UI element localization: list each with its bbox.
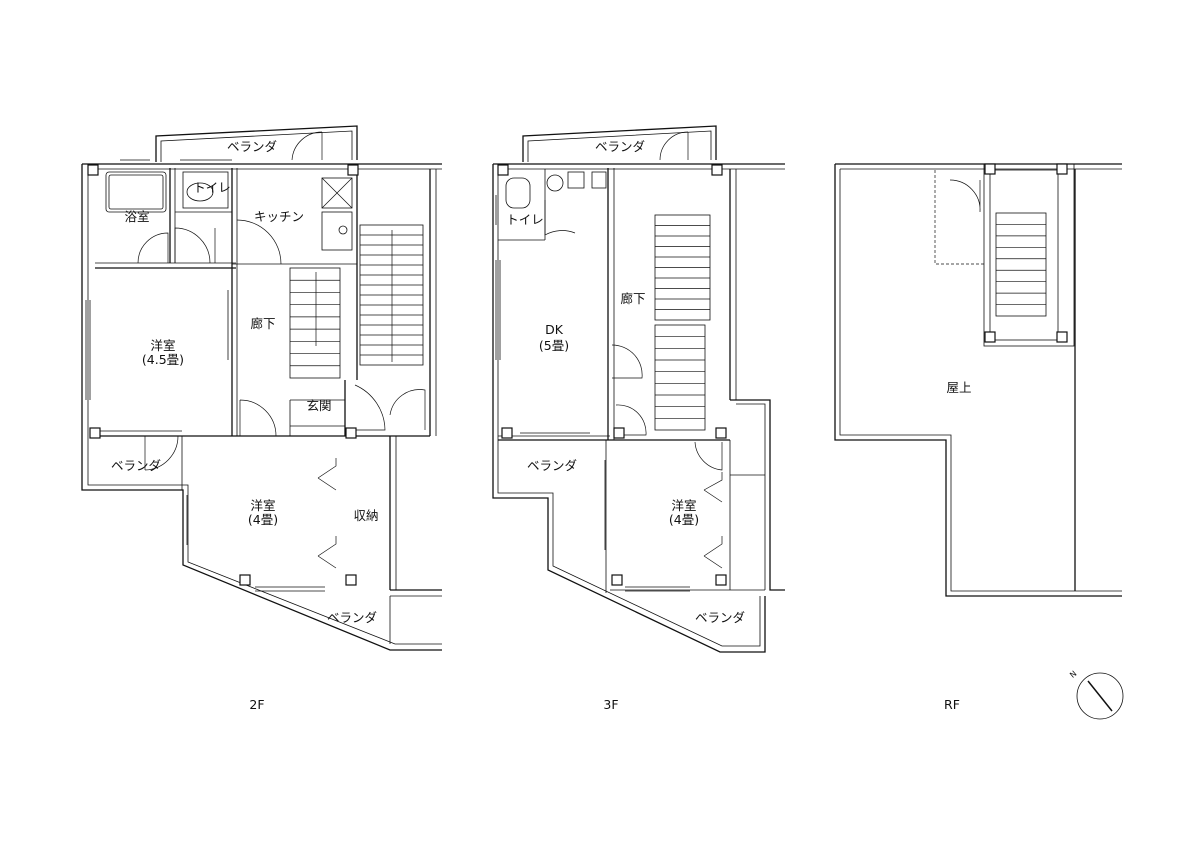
room-size: (5畳) <box>539 338 569 353</box>
walls-3f <box>492 163 785 653</box>
room-label: DK <box>545 322 564 337</box>
room-label: ベランダ <box>595 139 645 154</box>
room-label: ベランダ <box>527 458 577 473</box>
room-size: (4畳) <box>669 512 699 527</box>
compass: N <box>1068 669 1124 720</box>
floor-label-3f: 3F <box>603 697 618 712</box>
floor-2f: ベランダ 浴室 トイレ キッチン 廊下 洋室 (4.5畳) 玄関 ベランダ 洋室… <box>81 125 442 712</box>
floor-rf: 屋上 RF <box>834 163 1122 712</box>
room-label: キッチン <box>254 209 304 224</box>
room-size: (4畳) <box>248 512 278 527</box>
room-label: ベランダ <box>327 610 377 625</box>
balcony-top-3f <box>522 125 717 162</box>
room-label: ベランダ <box>111 458 161 473</box>
room-label: 洋室 <box>671 498 696 513</box>
room-label: トイレ <box>506 212 544 227</box>
balcony-top-2f <box>155 125 358 162</box>
room-label: 屋上 <box>946 380 971 395</box>
floor-3f: ベランダ トイレ 廊下 DK (5畳) ベランダ 洋室 (4畳) ベランダ 3F <box>492 125 785 712</box>
room-label: 洋室 <box>150 338 175 353</box>
stairs-3f <box>654 214 711 431</box>
room-label: 収納 <box>353 508 378 523</box>
walls-rf <box>834 163 1122 597</box>
room-label: 廊下 <box>620 291 645 306</box>
walls-2f <box>81 163 442 651</box>
room-label: トイレ <box>193 180 231 195</box>
room-label: 浴室 <box>124 209 149 224</box>
room-label: 洋室 <box>250 498 275 513</box>
north-label: N <box>1068 669 1078 680</box>
room-label: 廊下 <box>250 316 275 331</box>
floor-label-rf: RF <box>944 697 960 712</box>
room-label: ベランダ <box>227 139 277 154</box>
floor-label-2f: 2F <box>249 697 264 712</box>
room-label: 玄関 <box>306 398 331 413</box>
room-size: (4.5畳) <box>142 352 184 367</box>
room-label: ベランダ <box>695 610 745 625</box>
